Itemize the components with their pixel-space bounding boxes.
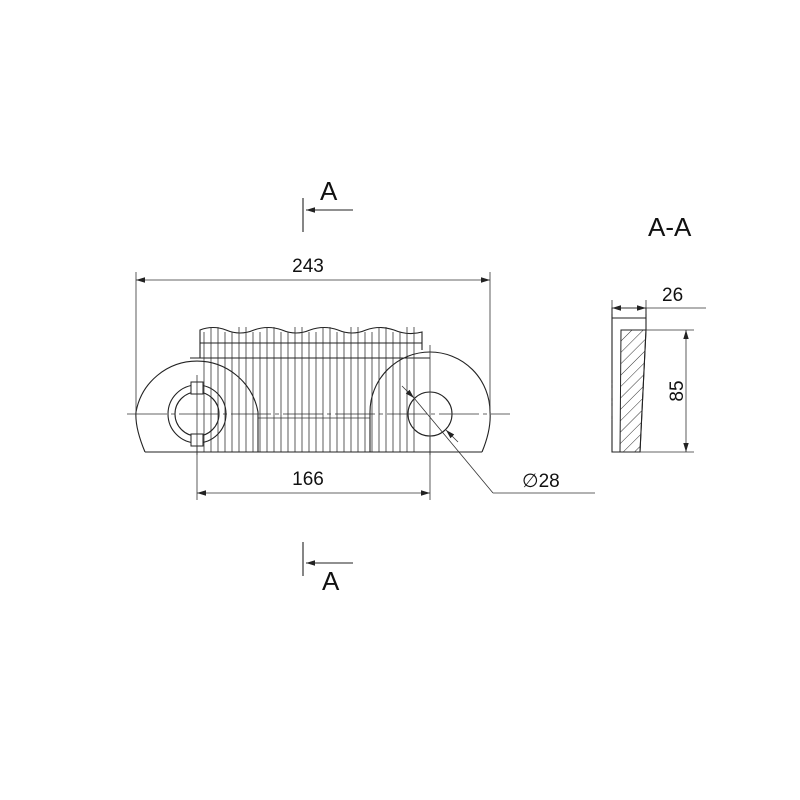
dimension-243-label: 243: [292, 256, 324, 277]
section-hatch: [619, 329, 647, 453]
dimension-26-label: 26: [662, 285, 683, 306]
section-marker-bottom-label: A: [322, 566, 340, 596]
bellows-ribs: [203, 327, 415, 452]
dimension-hole-diameter: ∅28: [401, 385, 595, 494]
left-end-body: [135, 360, 259, 453]
section-marker-bottom: A: [302, 542, 353, 596]
right-end-body: [369, 351, 491, 453]
section-marker-top-label: A: [320, 176, 338, 206]
front-view: [127, 326, 510, 455]
dimension-diameter-label: ∅28: [522, 471, 560, 492]
dimension-85-label: 85: [667, 380, 688, 401]
bellows-top-profile: [199, 326, 423, 358]
section-marker-top: A: [302, 176, 353, 232]
dimension-hole-spacing: 166: [196, 436, 431, 500]
section-view-title: A-A: [648, 212, 692, 242]
section-view: A-A 26 85: [611, 212, 706, 453]
dimension-overall-length: 243: [135, 256, 491, 412]
dimension-166-label: 166: [292, 469, 324, 490]
